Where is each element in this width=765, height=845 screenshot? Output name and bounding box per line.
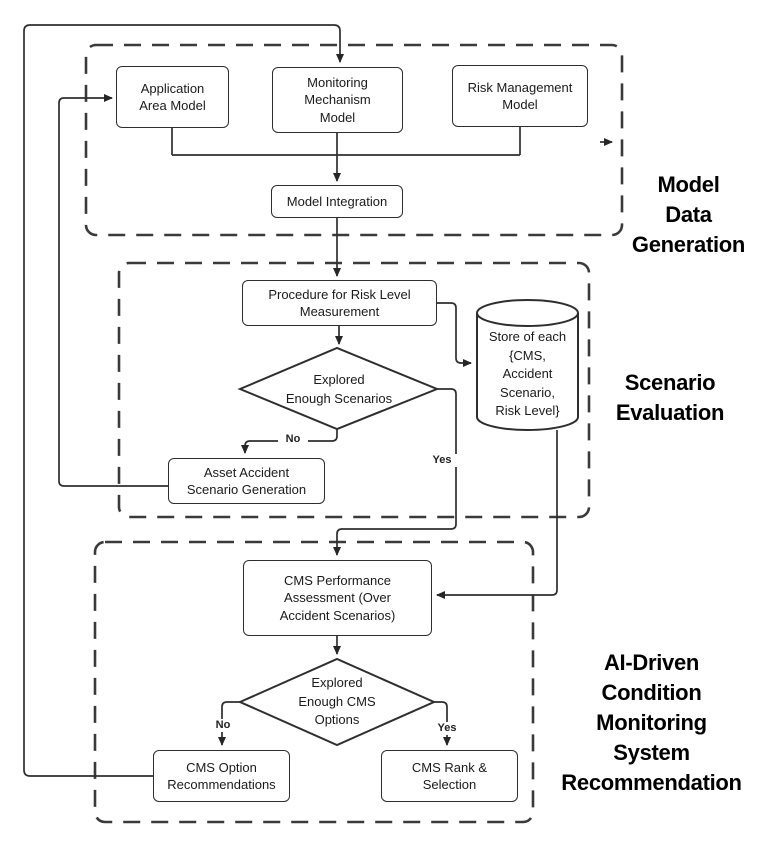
decision-diamond-explored-enough-cms-options xyxy=(237,657,437,747)
label-explored-enough-scenarios: Explored Enough Scenarios xyxy=(285,372,393,406)
section-label-ai-cms-recommendation: AI-Driven Condition Monitoring System Re… xyxy=(561,650,742,795)
edge-cms-options-to-monitoring-model xyxy=(23,24,344,777)
decision-diamond-explored-enough-scenarios xyxy=(237,346,440,431)
label-explored-enough-cms-options: Explored Enough CMS Options xyxy=(298,675,376,727)
database-cylinder-store xyxy=(476,299,579,431)
node-cms-option-recommendations: CMS Option Recommendations xyxy=(153,750,290,802)
node-procedure-risk-level-measurement: Procedure for Risk Level Measurement xyxy=(242,280,437,326)
node-monitoring-mechanism-model: Monitoring Mechanism Model xyxy=(272,67,403,133)
edge-label-cms-yes: Yes xyxy=(431,722,463,735)
edge-scenarios-yes-to-cms-assessment xyxy=(333,388,457,556)
edge-store-to-cms-assessment xyxy=(436,430,558,599)
edge-cms-no-to-option-recommendations xyxy=(218,701,240,746)
node-model-integration: Model Integration xyxy=(271,185,403,218)
edge-label-scenarios-no: No xyxy=(278,433,308,446)
edge-asset-scenario-to-application-model xyxy=(58,94,168,487)
edge-procedure-to-store xyxy=(437,302,472,367)
node-cms-performance-assessment: CMS Performance Assessment (Over Acciden… xyxy=(243,560,432,636)
section-frame-ai-cms-recommendation xyxy=(93,540,535,824)
node-cms-rank-selection: CMS Rank & Selection xyxy=(381,750,518,802)
section-frame-scenario-evaluation xyxy=(117,261,591,519)
edge-cms-yes-to-rank-selection xyxy=(434,701,451,746)
section-label-scenario-evaluation: Scenario Evaluation xyxy=(615,370,725,425)
edge-label-scenarios-yes: Yes xyxy=(427,454,457,467)
section-label-model-data-generation: Model Data Generation xyxy=(631,172,746,257)
node-risk-management-model: Risk Management Model xyxy=(452,65,588,127)
section-frame-model-data-generation xyxy=(84,43,624,237)
node-asset-accident-scenario-generation: Asset Accident Scenario Generation xyxy=(168,458,325,504)
label-store-of-each: Store of each {CMS, Accident Scenario, R… xyxy=(488,329,567,418)
edge-label-cms-no: No xyxy=(207,719,239,732)
node-application-area-model: Application Area Model xyxy=(116,66,229,128)
